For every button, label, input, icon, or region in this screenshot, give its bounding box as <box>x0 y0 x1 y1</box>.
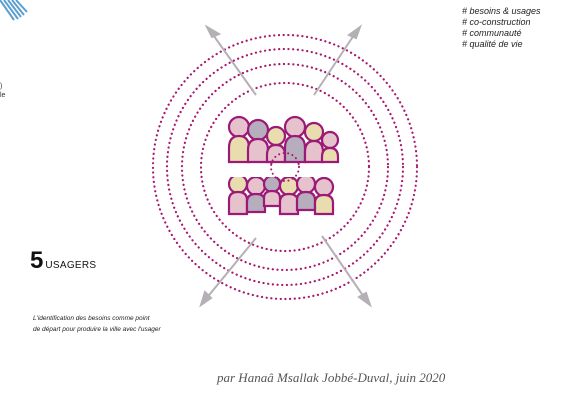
cropped-text-line: ) <box>0 82 5 91</box>
cropped-left-text: ) le <box>0 82 5 100</box>
person-figure <box>297 175 315 210</box>
corner-stripes-graphic <box>0 0 27 20</box>
person-figure <box>305 123 323 162</box>
hashtag-item: # qualité de vie <box>462 39 541 50</box>
author-signature: par Hanaâ Msallak Jobbé-Duval, juin 2020 <box>217 370 445 386</box>
section-heading: 5 USAGERS <box>30 249 96 273</box>
heading-word: USAGERS <box>45 260 96 271</box>
person-figure <box>264 176 280 206</box>
hashtag-item: # besoins & usages <box>462 6 541 17</box>
person-figure <box>280 177 298 214</box>
heading-number: 5 <box>30 249 43 273</box>
person-figure <box>285 117 305 162</box>
person-figure <box>322 132 338 162</box>
person-figure <box>247 177 265 212</box>
center-band <box>212 165 352 177</box>
hashtag-item: # co-construction <box>462 17 541 28</box>
cropped-text-line: le <box>0 91 5 100</box>
caption-line: de départ pour produire la ville avec l'… <box>33 324 161 335</box>
person-figure <box>248 120 268 162</box>
person-figure <box>229 117 249 162</box>
caption: L'identification des besoins comme point… <box>33 313 161 335</box>
person-figure <box>315 178 333 214</box>
hashtag-list: # besoins & usages # co-construction # c… <box>462 6 541 50</box>
hashtag-item: # communauté <box>462 28 541 39</box>
person-figure <box>229 175 247 214</box>
caption-line: L'identification des besoins comme point <box>33 313 161 324</box>
